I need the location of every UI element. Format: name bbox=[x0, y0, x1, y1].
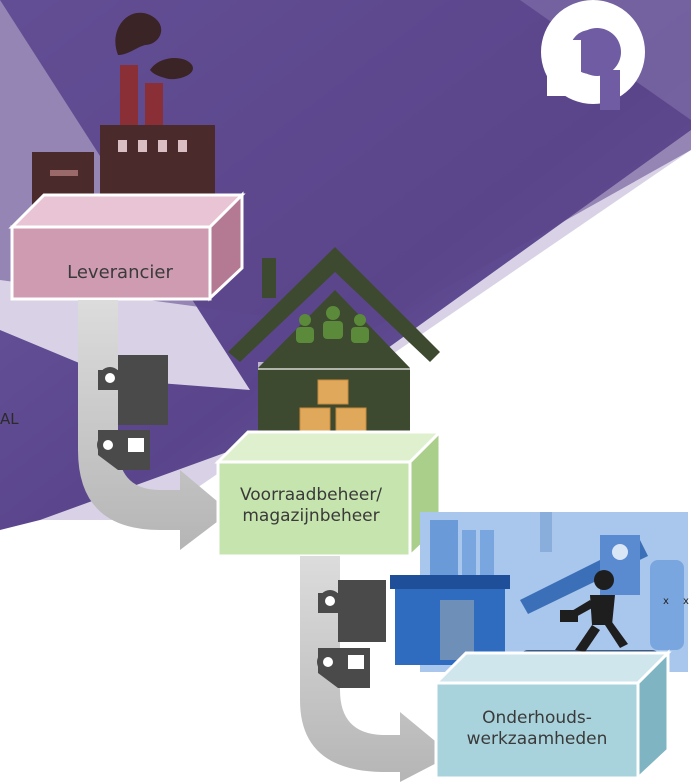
mechanic-icon bbox=[560, 570, 628, 652]
inventory-label-line2: magazijnbeheer bbox=[242, 506, 380, 527]
maintenance-label-line2: werkzaamheden bbox=[466, 729, 608, 750]
machine-mark: x bbox=[663, 596, 669, 607]
truck-icon bbox=[97, 355, 168, 470]
supplier-box bbox=[8, 191, 246, 302]
inventory-label: Voorraadbeheer/ magazijnbeheer bbox=[216, 485, 406, 528]
edge-text: AL bbox=[0, 410, 19, 428]
warehouse-icon bbox=[228, 247, 440, 450]
machinery-icon: x x bbox=[390, 512, 689, 672]
maintenance-box bbox=[432, 649, 672, 782]
maintenance-label: Onderhouds- werkzaamheden bbox=[442, 708, 632, 751]
maintenance-label-line1: Onderhouds- bbox=[482, 708, 592, 728]
inventory-label-line1: Voorraadbeheer/ bbox=[239, 485, 383, 505]
logo-g-icon bbox=[541, 0, 645, 110]
truck-icon bbox=[317, 580, 386, 688]
inventory-box bbox=[214, 428, 444, 560]
supplier-label: Leverancier bbox=[67, 262, 173, 283]
machine-mark: x bbox=[683, 596, 689, 607]
arrow-icon bbox=[78, 300, 230, 550]
